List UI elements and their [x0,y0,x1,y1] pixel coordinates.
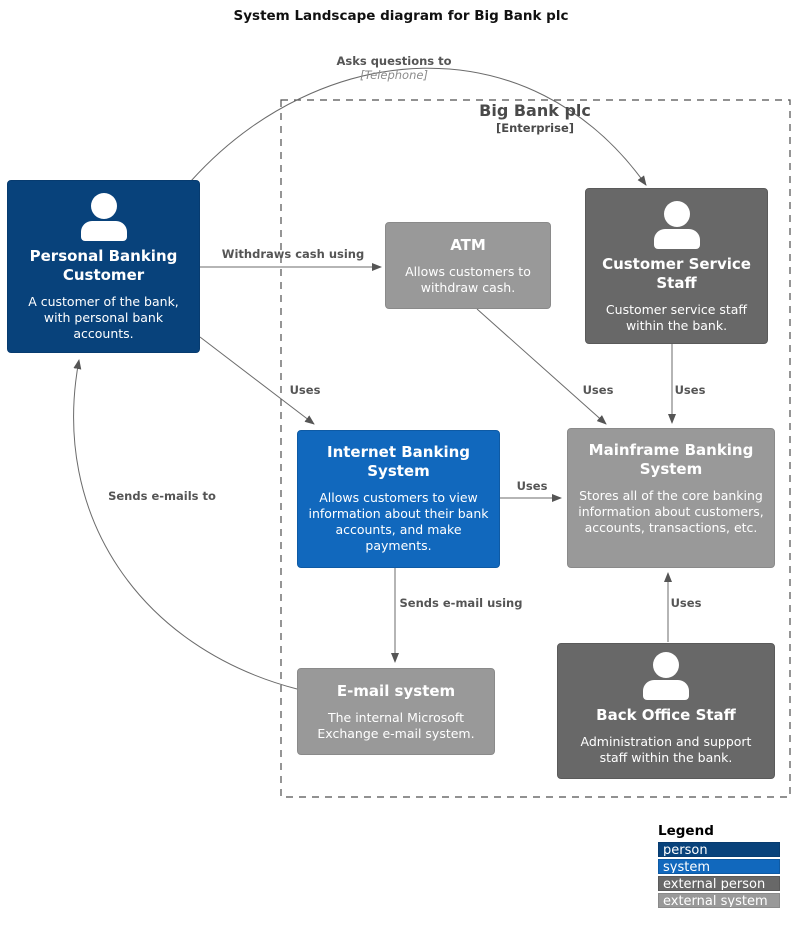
legend-item-person: person [658,842,780,857]
enterprise-boundary-name: Big Bank plc [479,101,591,120]
edge-label-staff-uses-mainframe: Uses [674,383,706,397]
edge-label-text: Asks questions to [336,54,452,68]
node-title: Customer Service Staff [602,255,751,292]
edge-label-backoffice-uses-mainframe: Uses [670,596,702,610]
edge-label-ibs-uses-mainframe: Uses [516,479,548,493]
node-atm: ATM Allows customers to withdraw cash. [385,222,551,309]
person-icon [80,193,128,241]
legend-item-external-system: external system [658,893,780,908]
node-internet-banking-system: Internet Banking System Allows customers… [297,430,500,568]
person-icon [642,652,690,700]
node-email-system: E-mail system The internal Microsoft Exc… [297,668,495,755]
node-description: Administration and support staff within … [580,733,752,765]
edge-label-atm-uses-mainframe: Uses [582,383,614,397]
node-customer-service-staff: Customer Service Staff Customer service … [585,188,768,344]
node-back-office-staff: Back Office Staff Administration and sup… [557,643,775,779]
node-title: ATM [450,236,486,254]
node-mainframe-banking-system: Mainframe Banking System Stores all of t… [567,428,775,568]
legend-title: Legend [658,823,714,839]
legend: Legend person system external person ext… [658,823,780,910]
node-title: Back Office Staff [596,706,736,724]
diagram-title: System Landscape diagram for Big Bank pl… [233,8,569,24]
edge-label-email-sends-to-customer: Sends e-mails to [108,489,216,503]
edge-label-customer-uses-ibs: Uses [289,383,321,397]
node-description: Customer service staff within the bank. [605,301,748,333]
edge-asks-questions-to [190,67,647,186]
enterprise-boundary-type: [Enterprise] [495,121,575,135]
edge-label-withdraws-cash-using: Withdraws cash using [221,247,365,261]
node-title: Internet Banking System [326,443,470,480]
node-personal-banking-customer: Personal Banking Customer A customer of … [7,180,200,353]
node-title: Personal Banking Customer [29,247,178,284]
node-description: A customer of the bank, with personal ba… [28,293,179,341]
node-description: The internal Microsoft Exchange e-mail s… [317,709,475,741]
node-description: Stores all of the core banking informati… [578,487,764,535]
legend-item-system: system [658,859,780,874]
edge-label-ibs-sends-email: Sends e-mail using [399,596,523,610]
node-description: Allows customers to withdraw cash. [405,263,531,295]
legend-item-external-person: external person [658,876,780,891]
node-title: E-mail system [336,682,456,700]
edge-technology-text: [Telephone] [360,67,428,82]
node-description: Allows customers to view information abo… [308,489,489,553]
edge-email-sends-to-customer [73,359,298,690]
person-icon [653,201,701,249]
edge-label-asks-questions-to: Asks questions to [Telephone] [336,54,452,83]
edge-customer-uses-ibs [199,336,315,425]
node-title: Mainframe Banking System [588,441,754,478]
